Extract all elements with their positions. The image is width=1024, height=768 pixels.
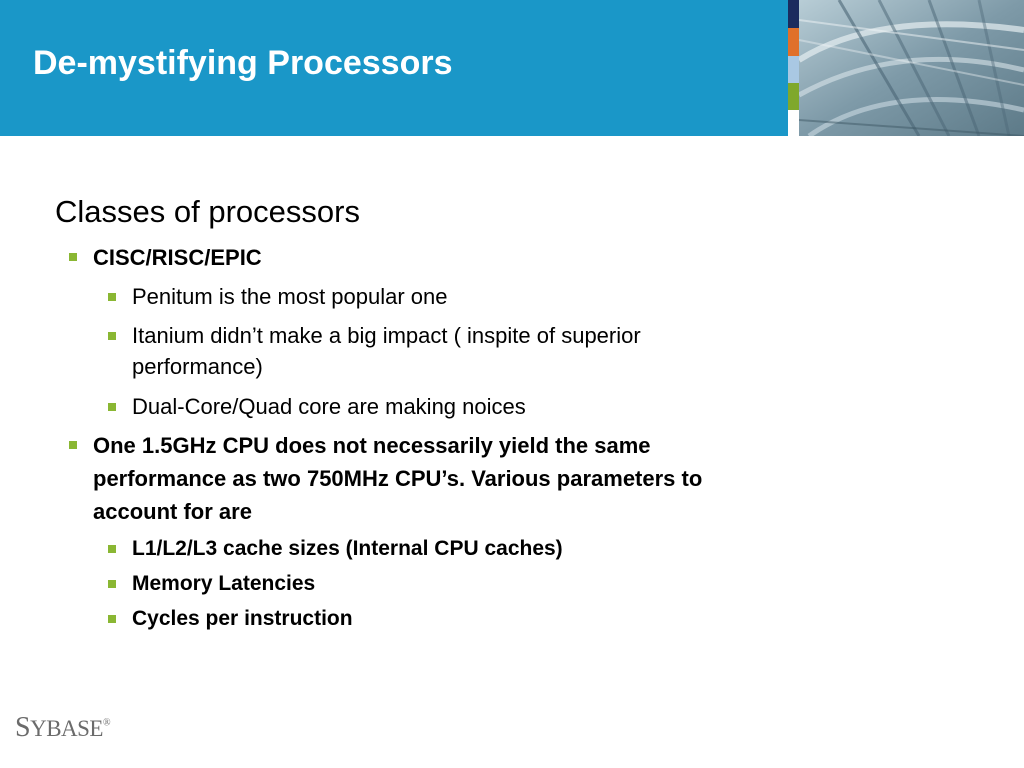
registered-mark: ®	[102, 717, 111, 729]
bullet-itanium-line-1: Itanium didn’t make a big impact ( inspi…	[132, 323, 641, 348]
bullet-icon	[108, 332, 116, 340]
sybase-logo: SYBASE®	[15, 712, 111, 744]
accent-color-strip	[788, 0, 799, 136]
accent-strip-orange	[788, 28, 799, 56]
architecture-photo	[799, 0, 1024, 136]
bullet-icon	[108, 545, 116, 553]
bullet-cpu-speed-line-1: One 1.5GHz CPU does not necessarily yiel…	[93, 433, 651, 458]
bullet-icon	[69, 253, 77, 261]
bullet-itanium-line-2: performance)	[132, 354, 263, 379]
bullet-cycles-per-instruction: Cycles per instruction	[132, 607, 353, 630]
accent-strip-light-blue	[788, 56, 799, 83]
logo-text: YBASE	[30, 716, 103, 741]
bullet-cisc-risc-epic: CISC/RISC/EPIC	[93, 245, 262, 270]
bullet-icon	[108, 615, 116, 623]
accent-strip-green	[788, 83, 799, 110]
bullet-icon	[108, 293, 116, 301]
section-heading: Classes of processors	[55, 194, 360, 229]
bullet-cpu-speed-line-3: account for are	[93, 499, 252, 524]
bullet-icon	[108, 403, 116, 411]
bullet-memory-latencies: Memory Latencies	[132, 572, 316, 595]
bullet-cache-sizes: L1/L2/L3 cache sizes (Internal CPU cache…	[132, 537, 563, 560]
title-bar: De-mystifying Processors	[0, 0, 788, 136]
slide-title: De-mystifying Processors	[33, 44, 453, 82]
bullet-pentium: Penitum is the most popular one	[132, 284, 448, 309]
logo-initial: S	[15, 712, 31, 743]
bullet-icon	[108, 580, 116, 588]
bullet-dual-core: Dual-Core/Quad core are making noices	[132, 394, 526, 419]
accent-strip-white	[788, 110, 799, 136]
bullet-cpu-speed-line-2: performance as two 750MHz CPU’s. Various…	[93, 466, 703, 491]
bullet-icon	[69, 441, 77, 449]
accent-strip-navy	[788, 0, 799, 28]
